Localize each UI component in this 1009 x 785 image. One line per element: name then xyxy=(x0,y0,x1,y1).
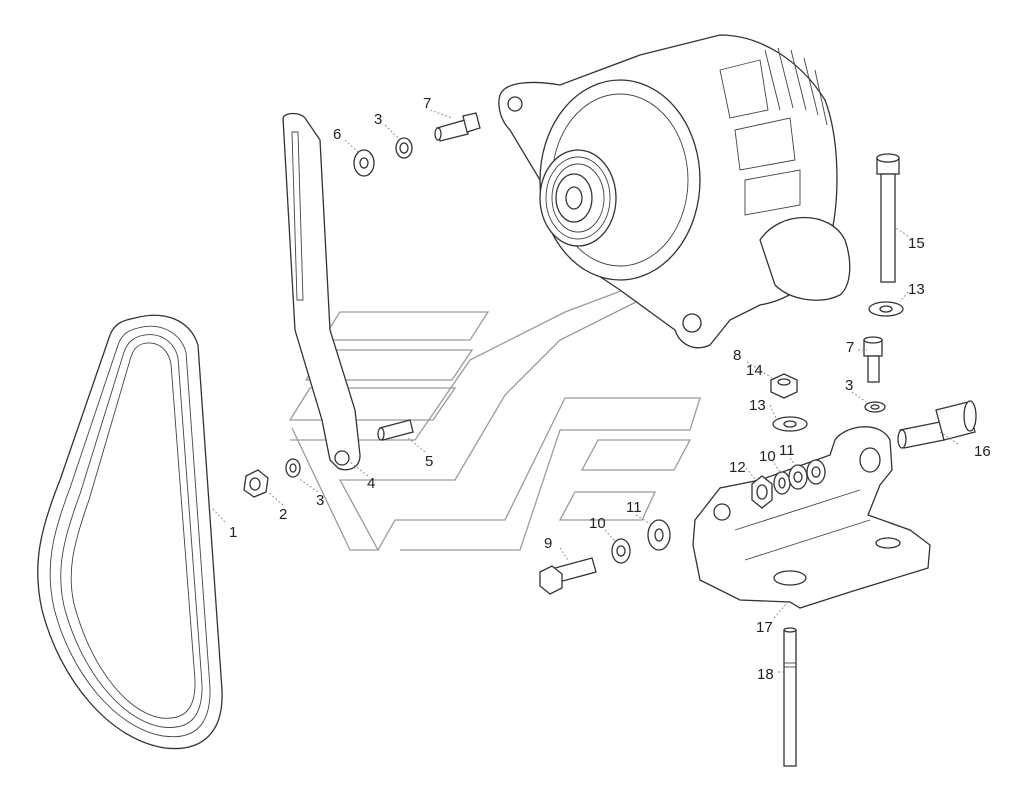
washer-10-right xyxy=(773,471,791,495)
alternator-fins xyxy=(719,47,828,216)
label-15: 15 xyxy=(908,235,925,252)
label-11-right: 11 xyxy=(779,442,795,459)
washer-11-lower xyxy=(647,519,671,551)
bolt-7-right xyxy=(863,336,883,383)
label-2: 2 xyxy=(279,506,287,523)
label-11-lower: 11 xyxy=(626,499,642,516)
label-9: 9 xyxy=(544,535,552,552)
label-17: 17 xyxy=(756,619,773,636)
label-18: 18 xyxy=(757,666,774,683)
drive-belt xyxy=(37,314,223,750)
label-8: 8 xyxy=(733,347,741,364)
mounting-bracket-17 xyxy=(692,426,931,609)
washer-6 xyxy=(353,149,375,177)
label-6: 6 xyxy=(333,126,341,143)
washer-extra-right xyxy=(806,459,826,485)
washer-11-right xyxy=(788,464,808,490)
label-3-top: 3 xyxy=(374,111,382,128)
label-1: 1 xyxy=(229,524,237,541)
alternator-pulley xyxy=(539,149,617,247)
nut-12 xyxy=(751,475,773,509)
label-7-top: 7 xyxy=(423,95,431,112)
long-bolt-15 xyxy=(876,153,900,283)
washer-10-lower xyxy=(611,538,631,564)
spring-washer-3-top xyxy=(395,137,413,159)
pin-18 xyxy=(783,627,797,767)
adjusting-bracket xyxy=(282,112,361,471)
sleeve-bolt-16 xyxy=(897,400,977,449)
label-10-lower: 10 xyxy=(589,515,606,532)
label-12: 12 xyxy=(729,459,746,476)
spring-washer-3-right xyxy=(864,401,886,413)
nut-14 xyxy=(770,373,798,399)
bolt-7-top xyxy=(434,112,481,142)
label-13-upper: 13 xyxy=(908,281,925,298)
nut-2 xyxy=(243,469,269,498)
part-labels: 1 2 3 4 5 6 3 7 15 13 7 8 14 3 13 16 10 … xyxy=(229,95,991,683)
label-3-right: 3 xyxy=(845,377,853,394)
leader-lines xyxy=(211,109,959,673)
label-10-right: 10 xyxy=(759,448,776,465)
spring-washer-3-left xyxy=(285,458,301,478)
label-3-left: 3 xyxy=(316,492,324,509)
label-7-right: 7 xyxy=(846,339,854,356)
assembly-guide-lines xyxy=(288,279,701,551)
washer-13-middle xyxy=(772,416,808,432)
label-14: 14 xyxy=(746,362,763,379)
bolt-9 xyxy=(539,557,597,595)
washer-13-upper xyxy=(868,301,904,317)
label-16: 16 xyxy=(974,443,991,460)
alternator xyxy=(498,34,851,349)
label-4: 4 xyxy=(367,475,375,492)
label-5: 5 xyxy=(425,453,433,470)
label-13-middle: 13 xyxy=(749,397,766,414)
stud-5 xyxy=(377,419,414,441)
